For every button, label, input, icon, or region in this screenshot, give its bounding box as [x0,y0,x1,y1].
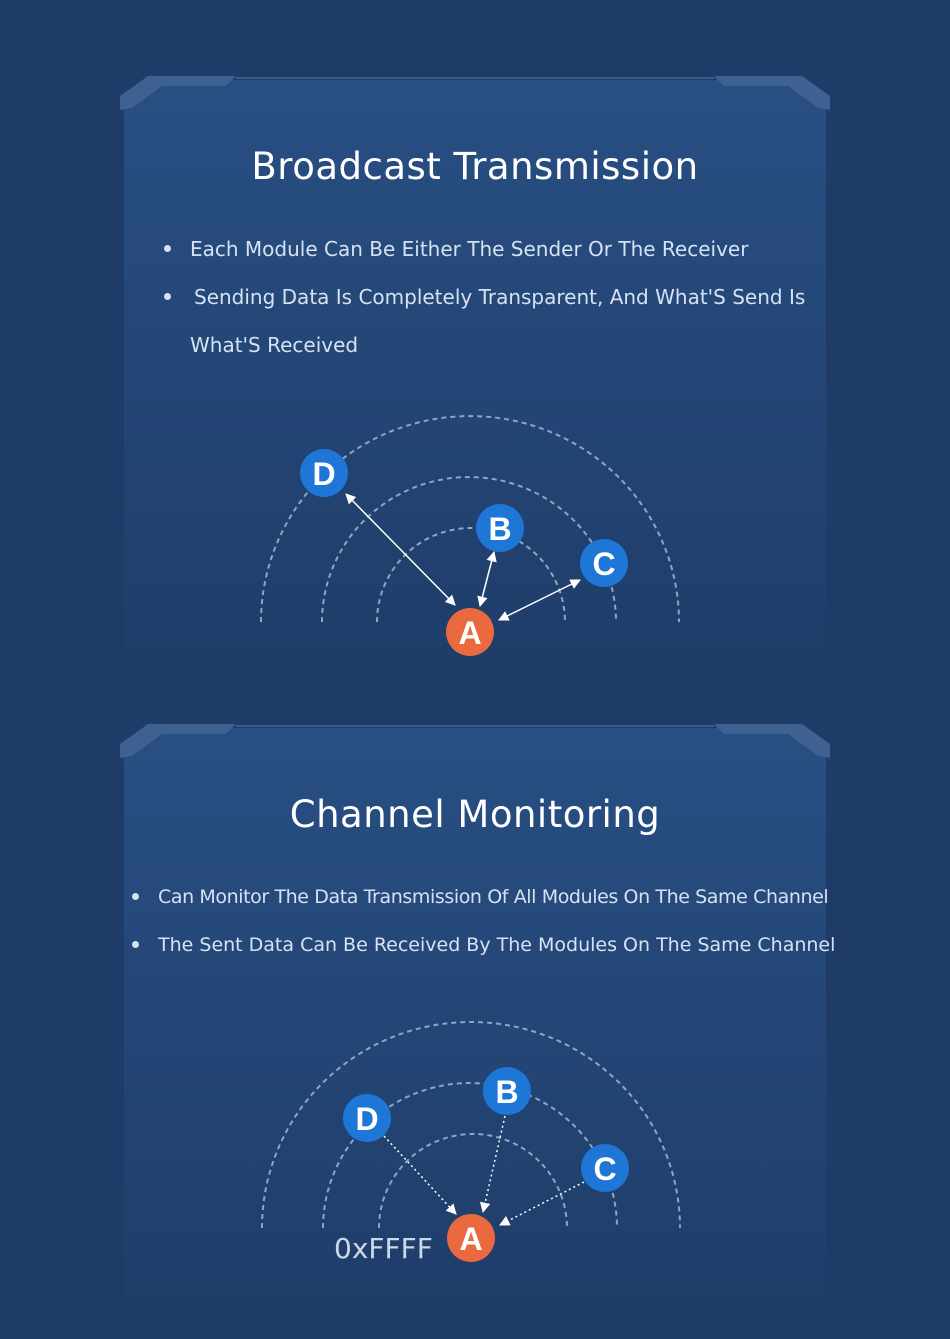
svg-text:C: C [592,546,615,582]
link-a-c [498,579,581,621]
broadcast-panel: Broadcast Transmission Each Module Can B… [0,0,950,690]
svg-text:B: B [495,1074,518,1110]
node-d: D [300,449,348,497]
range-arc-inner [376,527,566,623]
range-arc-inner [378,1133,568,1229]
panel-title: Broadcast Transmission [251,145,699,188]
broadcast-diagram: D B C A [260,415,680,656]
bullet-item: The Sent Data Can Be Received By The Mod… [132,921,835,969]
bullet-list: Each Module Can Be Either The Sender Or … [164,225,805,369]
svg-text:A: A [458,615,481,651]
range-arc-outer [261,1021,681,1229]
bullet-item: Sending Data Is Completely Transparent, … [164,273,805,321]
bullet-dot [164,245,171,252]
channel-monitoring-panel: Channel Monitoring Can Monitor The Data … [0,648,950,1339]
link-b-a [479,1115,506,1214]
svg-text:A: A [459,1221,482,1257]
svg-text:B: B [488,511,511,547]
node-b: B [476,504,524,552]
bullet-dot [132,893,139,900]
panel-frame [120,76,830,690]
node-b: B [483,1067,531,1115]
node-a: A [447,1214,495,1262]
bullet-list: Can Monitor The Data Transmission Of All… [132,873,835,969]
link-a-d [345,493,456,606]
svg-text:D: D [312,456,335,492]
panel-frame [120,724,830,1339]
bullet-dot [132,941,139,948]
bullet-item: Can Monitor The Data Transmission Of All… [132,873,835,921]
range-arc-middle [321,476,617,623]
range-arc-outer [260,415,680,623]
channel-address-label: 0xFFFF [334,1232,433,1265]
bullet-continuation: What'S Received [190,333,359,357]
link-c-a [499,1181,585,1226]
bullet-dot [164,293,171,300]
link-a-b [477,550,497,608]
monitoring-diagram: D B C A [261,1021,681,1262]
bullet-item: Each Module Can Be Either The Sender Or … [164,225,805,273]
svg-text:D: D [355,1101,378,1137]
svg-text:C: C [593,1151,616,1187]
node-d: D [343,1094,391,1142]
panel-title: Channel Monitoring [289,793,661,836]
node-c: C [580,539,628,587]
node-a: A [446,608,494,656]
node-c: C [581,1144,629,1192]
